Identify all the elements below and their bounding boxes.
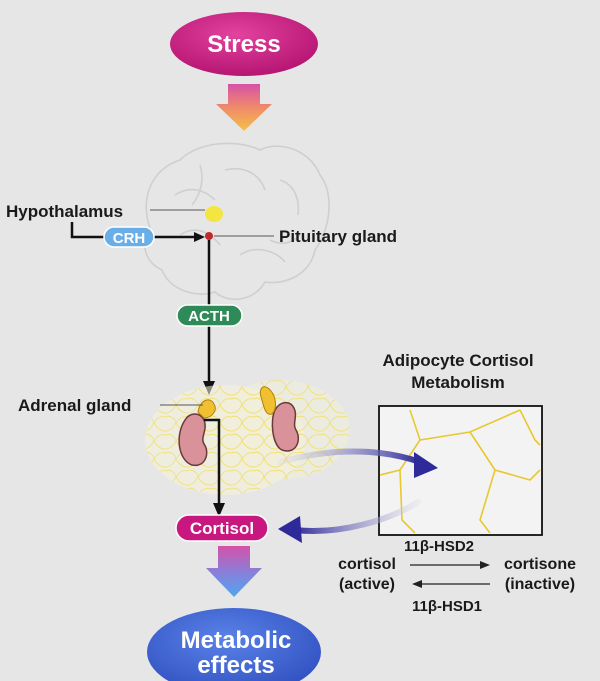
stress-down-arrow [216,84,272,131]
acth-label: ACTH [188,308,230,325]
stress-label: Stress [207,31,280,58]
metabolic-label-line1: Metabolic [181,627,292,654]
right-kidney [271,401,300,452]
adrenal-label: Adrenal gland [18,396,131,415]
adipocyte-to-cortisol-arrow [292,499,421,534]
cortisol-label: Cortisol [190,519,254,538]
pituitary-label: Pituitary gland [279,227,397,246]
stress-node: Stress [170,12,318,76]
metabolic-label-line2: effects [197,652,274,679]
cortisol-node: Cortisol [175,514,269,542]
adrenal-to-cortisol-path [204,418,221,505]
cortisol-arrowhead [213,503,225,517]
adipose-to-adipocyte-arrow [277,448,423,465]
forward-arrowhead [480,561,490,569]
adipocyte-box [378,405,543,536]
right-adrenal [259,386,276,415]
product-label-line2: (inactive) [505,576,575,593]
adipocyte-to-cortisol-arrowhead [278,516,302,543]
pituitary-dot [205,232,213,240]
forward-enzyme-label: 11β-HSD2 [404,538,474,555]
crh-label: CRH [113,230,146,247]
adipose-to-adipocyte-arrowhead [414,452,438,478]
acth-pill: ACTH [176,304,243,327]
left-adrenal [197,399,216,419]
reverse-arrowhead [412,580,422,588]
adipocyte-title-line1: Adipocyte Cortisol [382,351,533,370]
reverse-enzyme-label: 11β-HSD1 [412,598,482,615]
product-label-line1: cortisone [504,556,576,573]
cortisol-down-arrow [206,546,262,597]
adipocyte-title-line2: Metabolism [411,373,505,392]
crh-pill: CRH [103,226,155,248]
hypothalamus-label: Hypothalamus [6,202,123,221]
left-kidney [178,413,208,467]
reactant-label-line1: cortisol [338,556,396,573]
cortisol-reaction: 11β-HSD2 cortisol (active) cortisone (in… [338,538,576,615]
crh-arrowhead [194,232,205,242]
metabolic-effects-node: Metabolic effects [147,608,321,681]
hypothalamus-shape [205,206,223,222]
brain-outline [144,142,330,300]
adipose-tissue [145,380,350,495]
reactant-label-line2: (active) [339,576,395,593]
